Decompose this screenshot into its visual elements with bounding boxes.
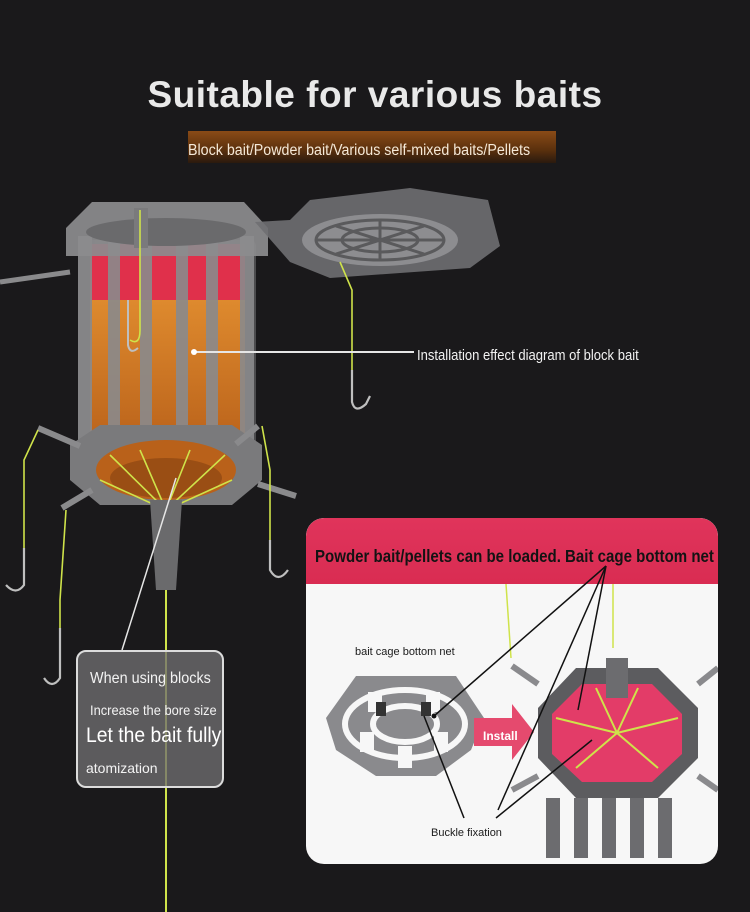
- bottom-net-illustration: [326, 565, 718, 858]
- block-install-callout: Installation effect diagram of block bai…: [417, 348, 639, 364]
- cage-body: [66, 202, 268, 590]
- callout-lines: [121, 349, 414, 651]
- powder-panel-header: [306, 518, 718, 584]
- page-title: Suitable for various baits: [147, 74, 603, 115]
- blocks-note-line-2: Increase the bore size: [90, 702, 217, 718]
- subtitle-banner: [188, 131, 556, 163]
- powder-bait-panel: Powder bait/pellets can be loaded. Bait …: [306, 518, 718, 864]
- blocks-note-line-1: When using blocks: [90, 670, 211, 687]
- cage-bottom-view: [510, 658, 718, 858]
- bottom-net-disc: [326, 676, 484, 776]
- buckle-fixation-label: Buckle fixation: [431, 827, 502, 839]
- powder-panel-heading: Powder bait/pellets can be loaded. Bait …: [315, 546, 714, 566]
- blocks-note-line-3: Let the bait fully: [86, 724, 222, 747]
- blocks-note-line-4: atomization: [86, 760, 158, 776]
- blocks-note-box: When using blocks Increase the bore size…: [76, 650, 224, 788]
- side-hooks: [5, 423, 297, 686]
- cage-lid: [255, 188, 500, 410]
- install-arrow-label: Install: [483, 729, 518, 743]
- bottom-net-label: bait cage bottom net: [355, 646, 455, 658]
- page-subtitle: Block bait/Powder bait/Various self-mixe…: [188, 142, 531, 159]
